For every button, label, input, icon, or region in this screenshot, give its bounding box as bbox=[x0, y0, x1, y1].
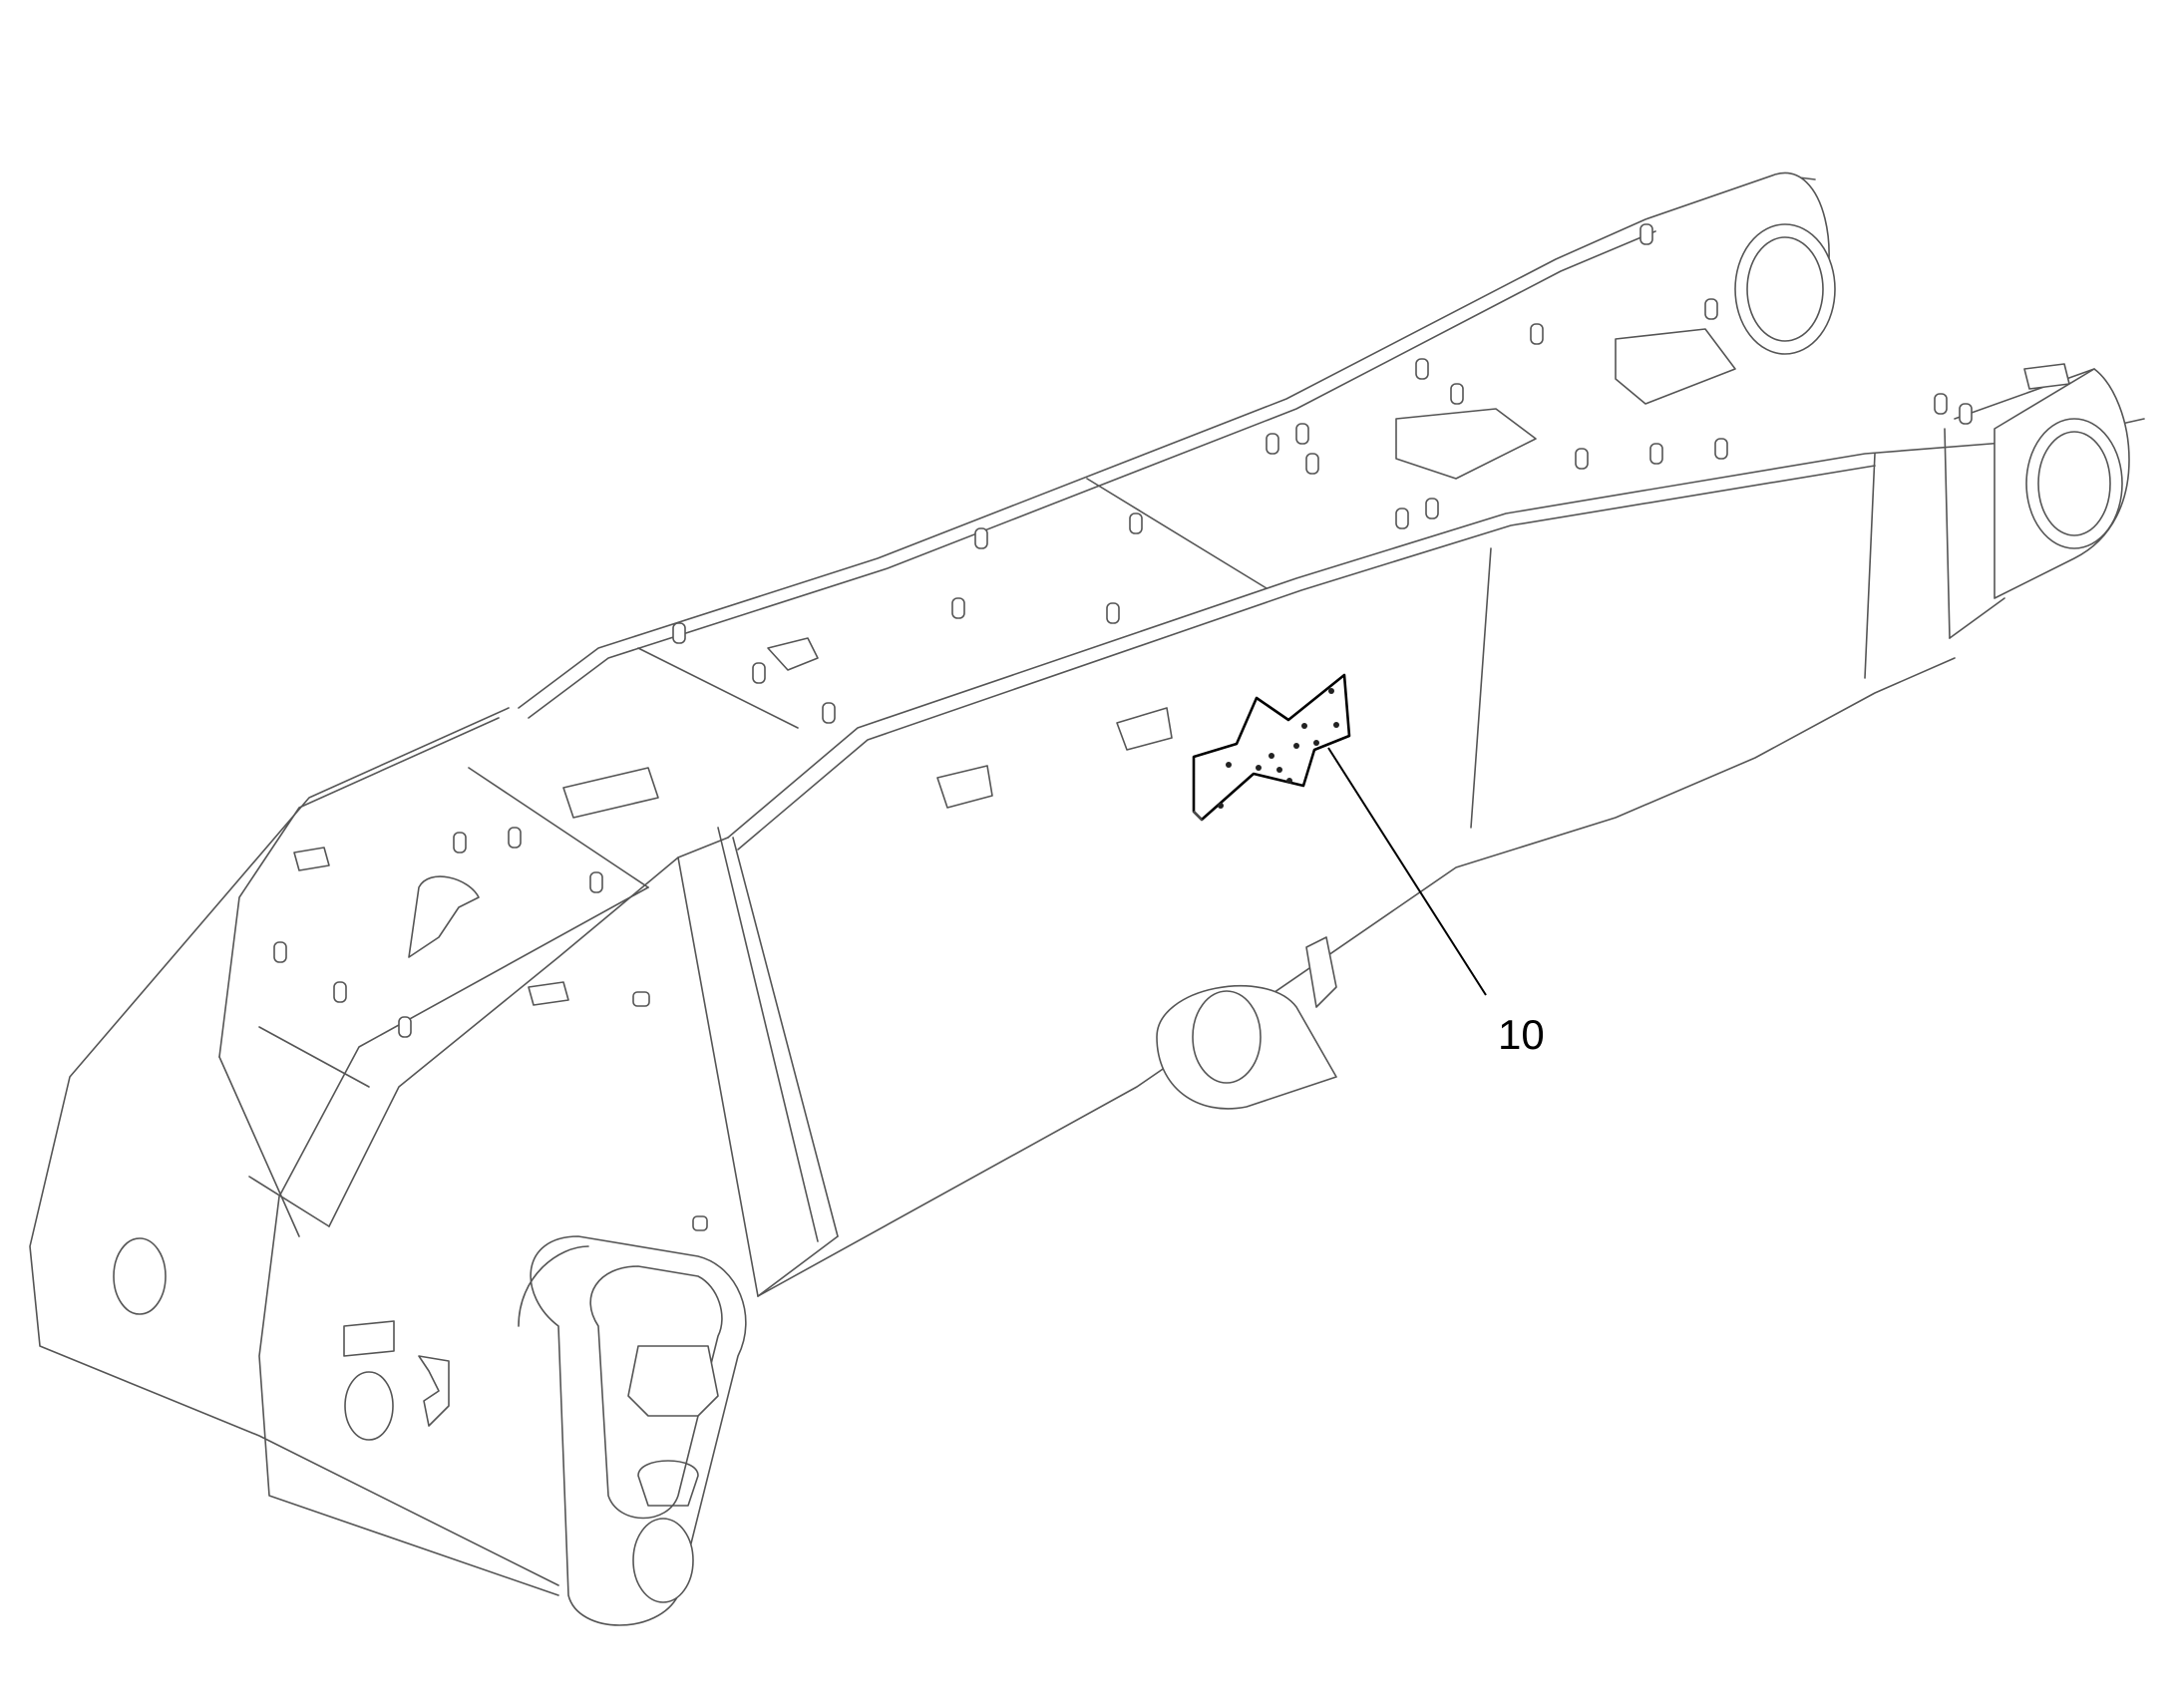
callout-10: 10 bbox=[1327, 747, 1545, 1058]
boom-structure bbox=[29, 171, 2145, 1626]
leader-line bbox=[1327, 747, 1487, 996]
callout-label: 10 bbox=[1498, 1011, 1545, 1058]
mounting-plate-part bbox=[1192, 673, 1351, 822]
mounting-bosses bbox=[273, 223, 2070, 1231]
